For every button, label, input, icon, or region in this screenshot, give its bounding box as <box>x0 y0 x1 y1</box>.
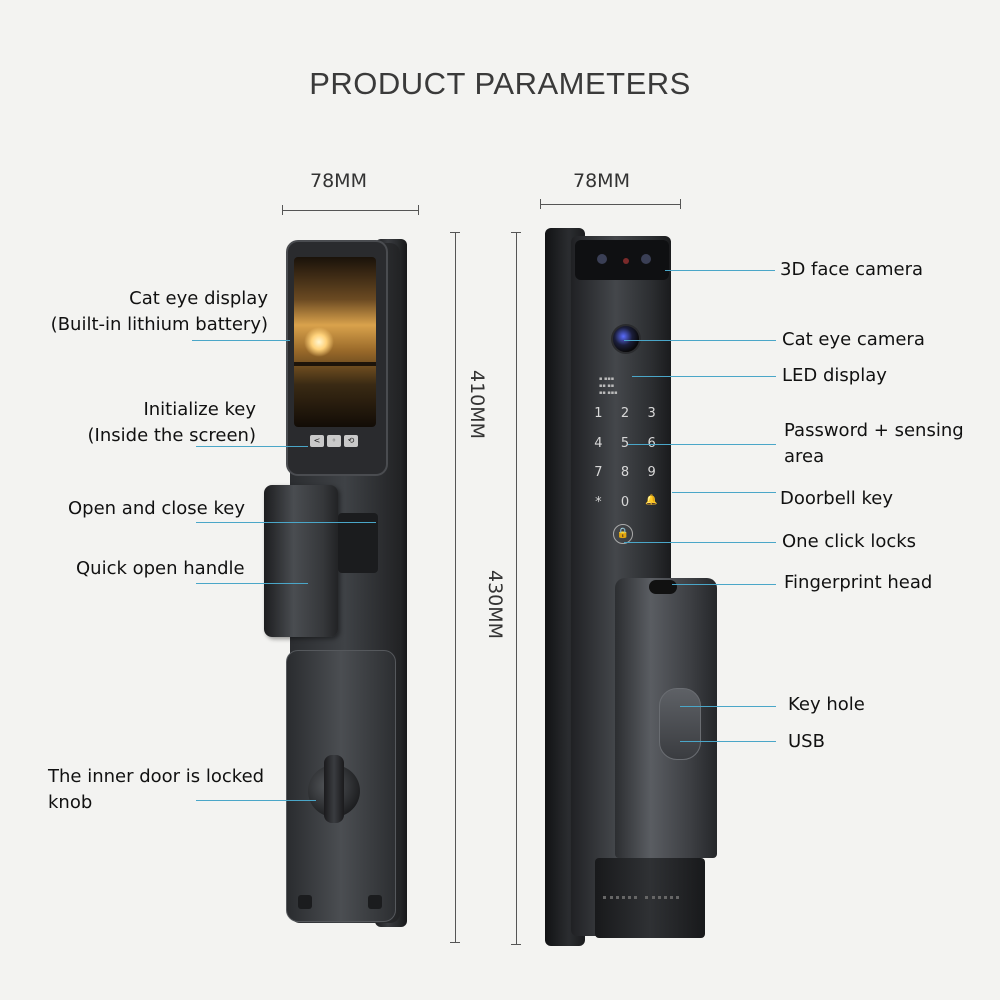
face-camera-lens-b-icon <box>641 254 651 264</box>
label-led-display: LED display <box>782 365 887 386</box>
left-height-label: 410MM <box>466 370 488 440</box>
outer-lock-illustration: ▪ ▪▪▪▪▪ ▪▪▪▪ ▪▪▪ 1 2 3 4 5 6 7 8 9 * 0 🔔… <box>545 228 725 948</box>
label-password-area: Password + sensing area <box>784 418 994 470</box>
leader-usb <box>680 741 776 742</box>
label-one-click-locks: One click locks <box>782 531 917 552</box>
leader-open-close-key <box>196 522 376 523</box>
fingerprint-head-icon[interactable] <box>649 580 677 594</box>
key-2[interactable]: 2 <box>620 406 630 421</box>
circle-key-icon[interactable]: ◦ <box>327 435 341 447</box>
leader-led-display <box>632 376 776 377</box>
back-key-icon[interactable]: < <box>310 435 324 447</box>
right-height-label: 430MM <box>484 570 506 640</box>
ir-sensor-icon <box>623 258 629 264</box>
label-line: Cat eye display <box>129 288 268 309</box>
open-close-key[interactable] <box>338 513 378 573</box>
left-width-tick-b <box>418 205 419 215</box>
label-line: (Inside the screen) <box>87 425 256 446</box>
right-height-tick-a <box>511 232 521 233</box>
label-doorbell-key: Doorbell key <box>780 488 894 509</box>
key-1[interactable]: 1 <box>594 406 603 421</box>
label-cat-eye-display: Cat eye display (Built-in lithium batter… <box>0 286 268 338</box>
leader-cat-eye-camera <box>624 340 776 341</box>
label-quick-open-handle: Quick open handle <box>76 558 245 579</box>
page-title: PRODUCT PARAMETERS <box>309 66 691 101</box>
face-camera-bar <box>575 240 669 280</box>
label-cat-eye-camera: Cat eye camera <box>782 329 925 350</box>
one-click-lock-icon[interactable]: 🔒 <box>613 524 633 544</box>
right-height-line <box>516 232 517 944</box>
label-line: (Built-in lithium battery) <box>50 314 268 335</box>
reset-key-icon[interactable]: ⟲ <box>344 435 358 447</box>
key-star[interactable]: * <box>595 494 602 510</box>
label-line: knob <box>48 792 93 813</box>
leader-inner-knob <box>196 800 316 801</box>
label-line: The inner door is locked <box>48 766 265 787</box>
key-3[interactable]: 3 <box>647 406 656 421</box>
left-width-label: 78MM <box>310 170 367 192</box>
leader-3d-face-camera <box>665 270 775 271</box>
key-8[interactable]: 8 <box>620 465 630 480</box>
keypad[interactable]: 1 2 3 4 5 6 7 8 9 * 0 🔔 <box>585 406 665 516</box>
knob-grip[interactable] <box>324 755 344 823</box>
label-key-hole: Key hole <box>788 694 865 715</box>
key-6[interactable]: 6 <box>647 435 656 451</box>
key-9[interactable]: 9 <box>647 465 656 480</box>
label-initialize-key: Initialize key (Inside the screen) <box>0 397 256 449</box>
left-height-line <box>455 232 456 942</box>
horizon-bridge <box>294 362 376 366</box>
key-hole-cover[interactable] <box>659 688 701 760</box>
vent-right <box>645 896 679 903</box>
key-7[interactable]: 7 <box>594 465 603 480</box>
inner-lock-illustration: < ◦ ⟲ <box>264 235 420 935</box>
label-inner-knob: The inner door is locked knob <box>48 764 288 816</box>
left-width-tick-a <box>282 205 283 215</box>
label-line: area <box>784 446 825 467</box>
label-fingerprint-head: Fingerprint head <box>784 572 933 593</box>
led-display: ▪ ▪▪▪▪▪ ▪▪▪▪ ▪▪▪ <box>599 376 618 396</box>
leader-doorbell-key <box>672 492 776 493</box>
leader-fingerprint-head <box>672 584 776 585</box>
screw-right-icon <box>368 895 382 909</box>
key-4[interactable]: 4 <box>594 435 603 451</box>
key-0[interactable]: 0 <box>620 494 630 510</box>
key-5[interactable]: 5 <box>620 435 630 451</box>
right-width-tick-a <box>540 199 541 209</box>
vent-left <box>603 896 637 903</box>
left-width-line <box>282 210 418 211</box>
right-width-tick-b <box>680 199 681 209</box>
right-width-line <box>540 204 680 205</box>
left-height-tick-b <box>450 942 460 943</box>
sun-glow <box>304 327 334 357</box>
leader-quick-open-handle <box>196 583 308 584</box>
label-open-close-key: Open and close key <box>68 498 245 519</box>
cat-eye-screen <box>294 257 376 427</box>
leader-cat-eye-display <box>192 340 290 341</box>
label-3d-face-camera: 3D face camera <box>780 259 924 280</box>
screw-left-icon <box>298 895 312 909</box>
label-line: Initialize key <box>143 399 256 420</box>
leader-password-area <box>628 444 776 445</box>
quick-open-handle[interactable] <box>264 485 338 637</box>
right-height-tick-b <box>511 944 521 945</box>
face-camera-lens-a-icon <box>597 254 607 264</box>
leader-one-click-locks <box>624 542 776 543</box>
cat-eye-camera-icon <box>611 324 641 354</box>
doorbell-key-icon[interactable]: 🔔 <box>645 494 658 506</box>
label-usb: USB <box>788 731 825 752</box>
leader-key-hole <box>680 706 776 707</box>
leader-initialize-key <box>196 446 308 447</box>
right-width-label: 78MM <box>573 170 630 192</box>
left-height-tick-a <box>450 232 460 233</box>
label-line: Password + sensing <box>784 420 964 441</box>
